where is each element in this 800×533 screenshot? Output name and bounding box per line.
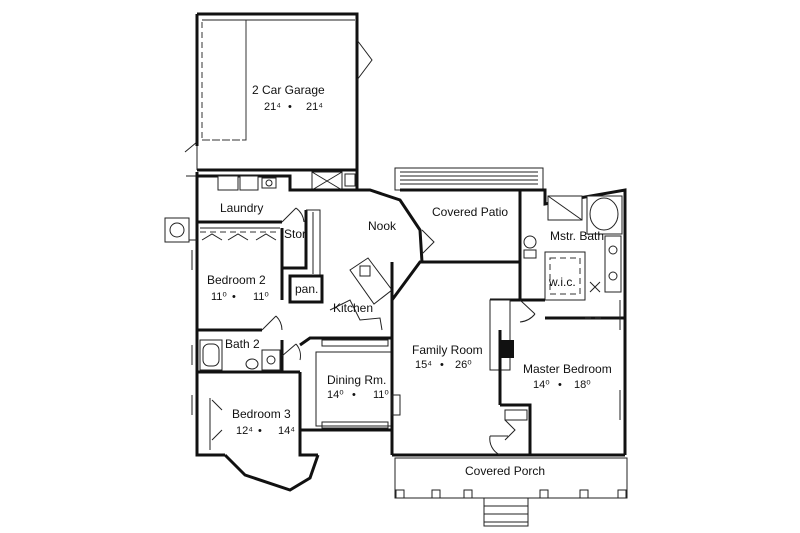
dim-dining-h: 11⁰ <box>373 389 389 401</box>
label-covered-porch: Covered Porch <box>465 464 545 478</box>
label-bath2: Bath 2 <box>225 337 260 351</box>
garage <box>184 12 373 191</box>
room-labels: 2 Car Garage 21⁴ • 21⁴ Laundry Stor Nook… <box>207 83 612 478</box>
family-room <box>390 262 401 455</box>
dim-bedroom3-w: 12⁴ <box>236 425 253 437</box>
dim-family-room-h: 26⁰ <box>455 359 472 371</box>
dim-garage-sep: • <box>288 101 292 113</box>
label-mstr-bath: Mstr. Bath <box>550 229 604 243</box>
dim-master-bedroom-w: 14⁰ <box>533 379 550 391</box>
label-bedroom3: Bedroom 3 <box>232 407 291 421</box>
label-covered-patio: Covered Patio <box>432 205 508 219</box>
dim-master-bedroom-h: 18⁰ <box>574 379 591 391</box>
label-laundry: Laundry <box>220 201 263 215</box>
label-garage: 2 Car Garage <box>252 83 325 97</box>
dim-garage-w: 21⁴ <box>264 101 281 113</box>
nook-area <box>357 188 520 301</box>
label-wic: w.i.c. <box>548 275 576 289</box>
label-kitchen: Kitchen <box>333 301 373 315</box>
dim-dining-w: 14⁰ <box>327 389 344 401</box>
dim-family-room-sep: • <box>440 359 444 371</box>
dim-bedroom3-sep: • <box>258 425 262 437</box>
dim-garage-h: 21⁴ <box>306 101 323 113</box>
dim-family-room-w: 15⁴ <box>415 359 432 371</box>
dim-bedroom2-h: 11⁰ <box>253 291 269 303</box>
dim-bedroom2-w: 11⁰ <box>211 291 227 303</box>
label-nook: Nook <box>368 219 397 233</box>
dim-bedroom3-h: 14⁴ <box>278 425 295 437</box>
label-dining: Dining Rm. <box>327 373 386 387</box>
covered-porch <box>392 300 628 527</box>
label-stor: Stor <box>284 227 306 241</box>
label-family-room: Family Room <box>412 343 483 357</box>
kitchen-core <box>280 209 394 432</box>
master-suite <box>489 188 627 455</box>
covered-patio <box>394 167 544 192</box>
dim-bedroom2-sep: • <box>232 291 236 303</box>
label-pantry: pan. <box>295 282 318 296</box>
dim-master-bedroom-sep: • <box>558 379 562 391</box>
dim-dining-sep: • <box>352 389 356 401</box>
label-bedroom2: Bedroom 2 <box>207 273 266 287</box>
left-wing-walls <box>164 172 357 492</box>
label-master-bedroom: Master Bedroom <box>523 362 612 376</box>
